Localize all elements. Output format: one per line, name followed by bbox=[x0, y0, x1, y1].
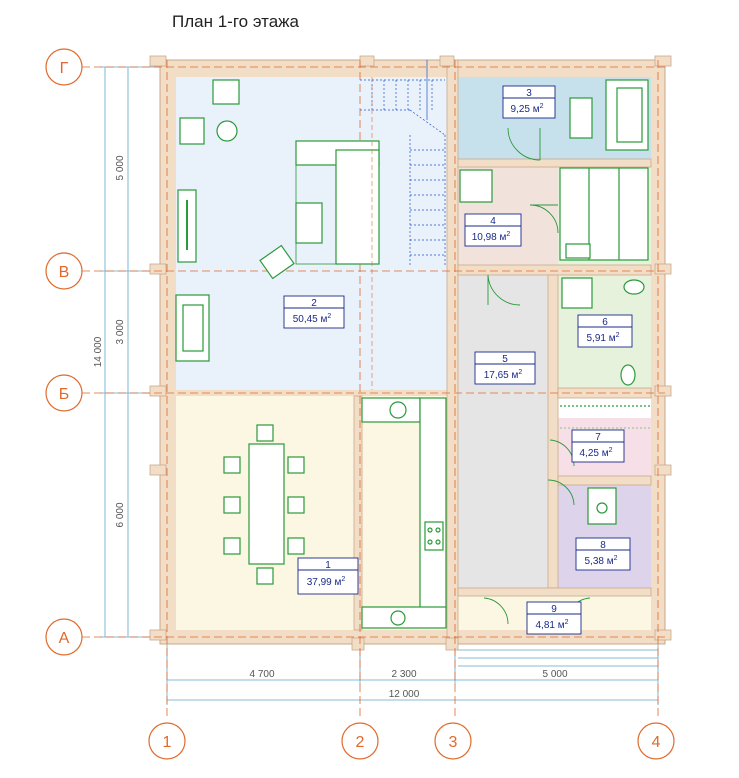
staircase bbox=[360, 60, 446, 265]
axis-bubbles-horizontal bbox=[45, 48, 83, 656]
room-8-number: 8 bbox=[600, 540, 606, 551]
room-6-number: 6 bbox=[602, 317, 608, 328]
left-dimension-lines bbox=[100, 66, 160, 638]
axis-label-b: Б bbox=[59, 386, 70, 403]
log-ends bbox=[149, 55, 672, 651]
room-6-area: 5,91 м2 bbox=[586, 332, 619, 344]
axis-bubbles-vertical bbox=[148, 722, 675, 760]
furniture bbox=[175, 79, 650, 629]
axis-label-g: Г bbox=[60, 60, 69, 77]
wardrobe bbox=[558, 398, 651, 418]
axis-label-a: А bbox=[59, 630, 70, 647]
room-1-area: 37,99 м2 bbox=[307, 576, 346, 588]
room-5-hall bbox=[458, 275, 548, 588]
axis-label-4: 4 bbox=[652, 734, 661, 751]
room-labels bbox=[283, 85, 633, 635]
room-2-area: 50,45 м2 bbox=[293, 313, 332, 325]
dim-left-3000: 3 000 bbox=[115, 319, 126, 344]
dim-bottom-5000: 5 000 bbox=[542, 669, 567, 680]
dim-bottom-2300: 2 300 bbox=[391, 669, 416, 680]
room-8-area: 5,38 м2 bbox=[584, 555, 617, 567]
dim-left-total: 14 000 bbox=[93, 336, 104, 367]
room-7-area: 4,25 м2 bbox=[579, 447, 612, 459]
room-9-number: 9 bbox=[551, 604, 557, 615]
axis-label-2: 2 bbox=[356, 734, 365, 751]
room-3-number: 3 bbox=[526, 88, 532, 99]
axis-label-1: 1 bbox=[163, 734, 172, 751]
room-4-number: 4 bbox=[490, 216, 496, 227]
room-2-number: 2 bbox=[311, 298, 317, 309]
room-3-area: 9,25 м2 bbox=[510, 103, 543, 115]
dim-bottom-4700: 4 700 bbox=[249, 669, 274, 680]
room-7-number: 7 bbox=[595, 432, 601, 443]
dim-bottom-total: 12 000 bbox=[389, 689, 420, 700]
room-5-area: 17,65 м2 bbox=[484, 369, 523, 381]
axis-label-3: 3 bbox=[449, 734, 458, 751]
room-9-area: 4,81 м2 bbox=[535, 619, 568, 631]
room-1-number: 1 bbox=[325, 560, 331, 571]
room-4-area: 10,98 м2 bbox=[472, 231, 511, 243]
dim-left-6000: 6 000 bbox=[115, 502, 126, 527]
dim-left-5000: 5 000 bbox=[115, 155, 126, 180]
plan-title: План 1-го этажа bbox=[172, 12, 300, 31]
axis-label-v: В bbox=[59, 264, 70, 281]
room-5-number: 5 bbox=[502, 354, 508, 365]
